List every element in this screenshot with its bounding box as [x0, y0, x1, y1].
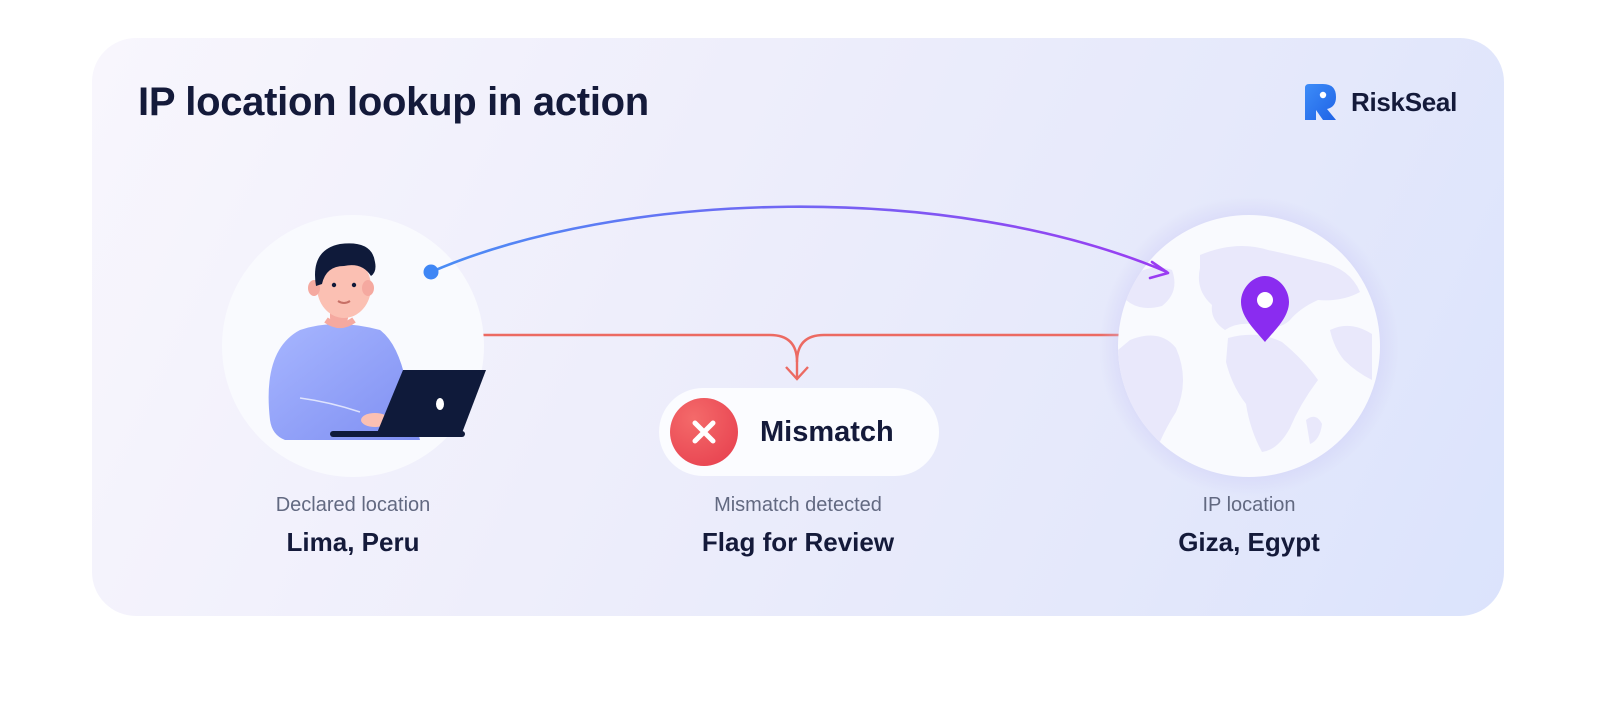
map-pin-icon — [1241, 276, 1289, 342]
ip-location-block: IP location Giza, Egypt — [1099, 494, 1399, 558]
declared-location-caption: Declared location — [275, 494, 431, 516]
riskseal-logo-icon — [1305, 84, 1336, 120]
ip-location-value: Giza, Egypt — [1178, 527, 1320, 557]
globe-illustration — [1099, 196, 1399, 496]
page-title: IP location lookup in action — [138, 80, 649, 124]
user-avatar-illustration — [222, 215, 486, 477]
mismatch-badge: Mismatch — [659, 388, 939, 476]
declared-location-value: Lima, Peru — [286, 527, 420, 557]
error-x-icon — [670, 398, 738, 466]
brand-name: RiskSeal — [1351, 86, 1458, 117]
result-block: Mismatch detected Flag for Review — [648, 494, 948, 558]
connector-lines — [480, 333, 1120, 381]
laptop-icon — [377, 370, 486, 433]
mismatch-label: Mismatch — [760, 415, 894, 448]
result-value: Flag for Review — [701, 527, 895, 557]
ip-trace-arrow — [423, 205, 1170, 280]
brand: RiskSeal — [1303, 83, 1457, 121]
result-caption: Mismatch detected — [714, 494, 882, 516]
declared-location-block: Declared location Lima, Peru — [203, 494, 503, 558]
ip-location-caption: IP location — [1202, 494, 1296, 516]
